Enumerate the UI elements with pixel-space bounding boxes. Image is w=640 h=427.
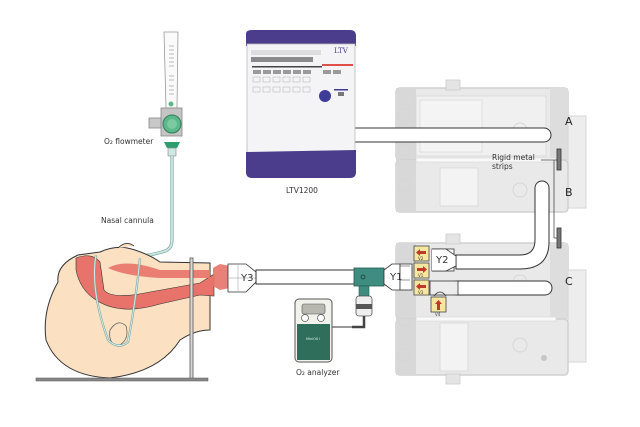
valve-v2	[413, 245, 430, 262]
chamber-label-c: C	[565, 275, 573, 288]
test-lung-upper	[395, 79, 587, 213]
valve-v1	[413, 262, 430, 279]
y1-connector	[383, 263, 413, 291]
patient-mannequin-head	[44, 243, 215, 379]
rigid-metal-strips-label-line2: strips	[492, 162, 513, 171]
ventilator-ltv1200	[246, 30, 356, 178]
rigid-metal-strips-label-line1: Rigid metal	[492, 153, 535, 162]
nasal-cannula-tube	[139, 156, 174, 258]
rigid-metal-strips	[541, 148, 562, 249]
valve-label-v2: V2	[418, 256, 424, 261]
o2-analyzer-label: O₂ analyzer	[296, 368, 340, 377]
valve-v4	[430, 291, 447, 313]
hose-v3-to-c	[455, 280, 553, 296]
valve-label-v3: V3	[418, 290, 424, 295]
head-stand	[35, 257, 209, 382]
ventilator-control-knob	[319, 90, 331, 102]
nasal-cannula-label: Nasal cannula	[101, 216, 154, 225]
valve-label-v1: V1	[418, 273, 424, 278]
connector-label-y1: Y1	[390, 272, 403, 283]
y2-connector	[431, 248, 457, 272]
connector-label-y2: Y2	[436, 255, 449, 266]
valve-v3	[413, 279, 430, 296]
o2-analyzer	[294, 298, 333, 363]
analyzer-tee	[352, 267, 385, 329]
valve-label-v4: V4	[435, 312, 441, 317]
o2-flowmeter-label: O₂ flowmeter	[104, 137, 154, 146]
o2-flowmeter	[148, 31, 183, 157]
main-breathing-tube	[255, 269, 357, 285]
hose-ventilator-to-a	[353, 127, 552, 143]
chamber-label-b: B	[565, 186, 573, 199]
chamber-label-a: A	[565, 115, 573, 128]
ltv1200-label: LTV1200	[286, 186, 318, 195]
y3-connector	[213, 263, 257, 293]
hose-y2-to-b	[455, 180, 550, 270]
connector-label-y3: Y3	[241, 273, 254, 284]
ventilator-brand-mark: LTV	[334, 47, 349, 55]
analyzer-brand-mark: MiniOX I	[306, 337, 320, 341]
